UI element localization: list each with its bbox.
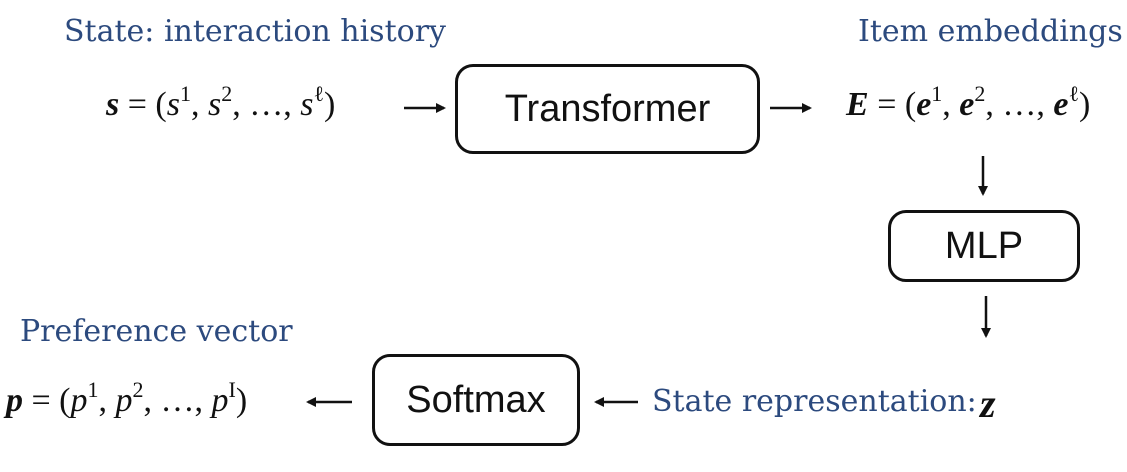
softmax-box: Softmax — [372, 354, 580, 446]
preference-symbol: p — [6, 382, 23, 419]
embedding-sequence-formula: E = (e1, e2, …, eℓ) — [846, 81, 1091, 124]
state-symbol: s — [106, 86, 120, 123]
embedding-symbol: E — [846, 86, 869, 123]
state-representation-label: State representation: — [652, 384, 977, 419]
state-label: State: interaction history — [64, 14, 446, 49]
transformer-box: Transformer — [455, 64, 760, 154]
state-representation-symbol: z — [980, 381, 996, 426]
preference-vector-label: Preference vector — [20, 314, 293, 349]
item-embeddings-label: Item embeddings — [858, 14, 1123, 49]
state-sequence-formula: s = (s1, s2, …, sℓ) — [106, 81, 336, 124]
preference-formula: p = (p1, p2, …, pI) — [6, 377, 248, 420]
mlp-box: MLP — [888, 210, 1080, 282]
